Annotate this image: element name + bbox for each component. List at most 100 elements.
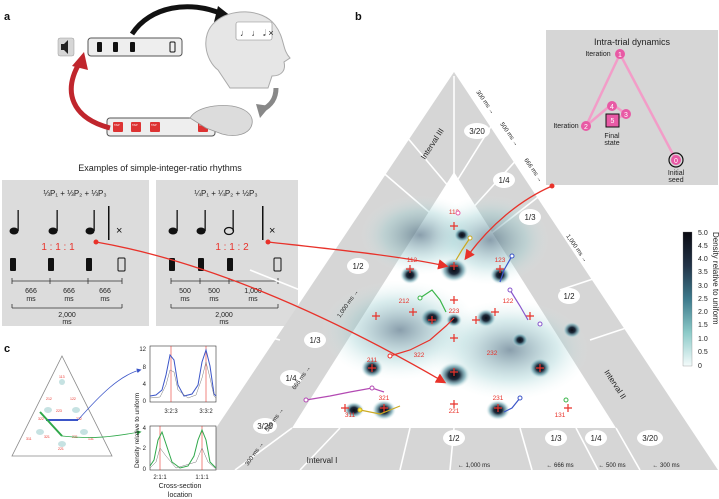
svg-text:4.5: 4.5	[698, 243, 708, 250]
cross-section-bottom: 4 2 0 2:1:1 1:1:1 Cross-section location	[143, 425, 217, 499]
right-tick-1-2: 1/2	[563, 292, 575, 301]
panel-c-ylabel: Density relative to uniform	[134, 393, 141, 468]
svg-text:2,000: 2,000	[58, 312, 76, 319]
arrow-to-listener	[129, 4, 224, 36]
inset-node-4: 4	[610, 104, 614, 111]
hand-icon	[189, 105, 253, 136]
svg-text:2,000: 2,000	[215, 312, 233, 319]
ratio-label-221: 221	[449, 408, 460, 415]
svg-text:seed: seed	[668, 177, 683, 184]
svg-text:0: 0	[698, 363, 702, 370]
svg-text:4.0: 4.0	[698, 256, 708, 263]
ratio-label-123: 123	[495, 257, 506, 264]
svg-text:223: 223	[56, 409, 62, 413]
formula-1: ⅓P₁ + ⅓P₂ + ⅓P₃	[43, 189, 106, 198]
notation-1: ×	[9, 206, 122, 240]
ratio-label-212: 212	[399, 298, 410, 305]
svg-text:12: 12	[139, 347, 146, 353]
arrow-feedback	[68, 60, 111, 131]
bottom-axis-ms: ← 1,000 ms ← 666 ms ← 500 ms ← 300 ms	[458, 463, 680, 469]
svg-text:1.5: 1.5	[698, 322, 708, 329]
tap-label-2: TAP	[132, 123, 138, 127]
notation-2: ×	[168, 206, 275, 240]
svg-text:221: 221	[58, 447, 64, 451]
svg-text:♩ ♩ 𝅗𝅥 ×: ♩ ♩ 𝅗𝅥 ×	[240, 28, 274, 38]
svg-text:Cross-section: Cross-section	[159, 483, 202, 490]
tap-label-3: TAP	[151, 123, 157, 127]
bottom-tick-1-3: 1/3	[550, 434, 562, 443]
inset-node-0: 0	[674, 158, 678, 165]
left-tick-1-4: 1/4	[285, 374, 297, 383]
colorbar-ticks: 5.0 4.5 4.0 3.5 3.0 2.5 2.0 1.5 1.0 0.5 …	[698, 230, 708, 370]
svg-text:2.0: 2.0	[698, 309, 708, 316]
ratio-label-211: 211	[367, 357, 378, 364]
svg-text:Initial: Initial	[668, 170, 685, 177]
head-icon: ♩ ♩ 𝅗𝅥 ×	[205, 11, 291, 89]
integer-ratio-markers	[341, 222, 572, 412]
left-tick-1-3: 1/3	[309, 336, 321, 345]
colorbar: 5.0 4.5 4.0 3.5 3.0 2.5 2.0 1.5 1.0 0.5 …	[682, 230, 719, 370]
svg-text:666: 666	[25, 288, 37, 295]
svg-text:1.0: 1.0	[698, 336, 708, 343]
ratio-label-311: 311	[345, 412, 356, 419]
svg-text:Final: Final	[604, 133, 620, 140]
interval-i-label: Interval I	[307, 456, 338, 465]
xtick-211: 2:1:1	[153, 475, 167, 481]
speaker-icon	[57, 37, 75, 57]
left-tick-3-20: 3/20	[257, 422, 273, 431]
svg-text:3.5: 3.5	[698, 269, 708, 276]
bottom-ms-300: ← 300 ms	[652, 463, 679, 469]
svg-text:ms: ms	[209, 296, 219, 303]
svg-text:500: 500	[208, 288, 220, 295]
inset-node-1: 1	[618, 52, 622, 59]
ratio-labels: 113 212 223 122 232 322 231 221 321 311 …	[345, 209, 566, 419]
iteration-label-left: Iteration	[553, 123, 578, 130]
ratio-label-231: 231	[493, 395, 504, 402]
svg-text:1,000: 1,000	[244, 288, 262, 295]
panel-c-label: c	[4, 343, 10, 355]
svg-text:113: 113	[59, 375, 65, 379]
svg-text:ms: ms	[180, 296, 190, 303]
svg-text:ms: ms	[62, 319, 72, 326]
ratio-label-232: 232	[487, 350, 498, 357]
svg-text:322: 322	[38, 417, 44, 421]
svg-text:ms: ms	[26, 296, 36, 303]
xtick-111: 1:1:1	[195, 475, 209, 481]
svg-text:4: 4	[143, 382, 147, 388]
panel-b-label: b	[355, 11, 362, 23]
svg-text:500: 500	[179, 288, 191, 295]
rhythm-example-1: ⅓P₁ + ⅓P₂ + ⅓P₃ × 1 : 1 : 1 666 ms 666 m…	[2, 180, 149, 326]
bottom-tick-1-4: 1/4	[590, 434, 602, 443]
svg-text:ms: ms	[248, 296, 258, 303]
formula-2: ¼P₁ + ¼P₂ + ½P₃	[194, 189, 257, 198]
bottom-axis-ticks: 1/2 1/3 1/4 3/20	[443, 430, 663, 446]
svg-text:ms: ms	[64, 296, 74, 303]
ratio-label-321: 321	[379, 395, 390, 402]
trajectory-points	[303, 210, 569, 413]
bottom-ms-1000: ← 1,000 ms	[458, 463, 490, 469]
bottom-tick-3-20: 3/20	[642, 434, 658, 443]
svg-text:0.5: 0.5	[698, 349, 708, 356]
xtick-323: 3:2:3	[164, 409, 178, 415]
svg-text:2.5: 2.5	[698, 296, 708, 303]
right-ms-666: 666 ms →	[522, 158, 543, 184]
cross-section-top: 12 8 4 0 3:2:3 3:3:2	[139, 345, 217, 415]
svg-text:3.0: 3.0	[698, 283, 708, 290]
svg-text:212: 212	[46, 397, 52, 401]
iteration-label-top: Iteration	[585, 51, 610, 58]
right-tick-3-20: 3/20	[469, 127, 485, 136]
svg-text:122: 122	[70, 397, 76, 401]
example-trajectories	[305, 237, 529, 415]
svg-text:0: 0	[143, 467, 147, 473]
ratio-label-223: 223	[449, 308, 460, 315]
rhythm-example-2: ¼P₁ + ¼P₂ + ½P₃ × 1 : 1 : 2 500 ms 500 m…	[156, 180, 298, 326]
colorbar-label: Density relative to uniform	[711, 232, 719, 325]
svg-text:131: 131	[88, 437, 94, 441]
svg-text:ms: ms	[219, 319, 229, 326]
svg-text:×: ×	[269, 225, 275, 237]
svg-text:311: 311	[26, 437, 32, 441]
right-tick-1-3: 1/3	[524, 213, 536, 222]
inset-node-3: 3	[624, 112, 628, 119]
right-axis-ticks: 3/20 1/4 1/3 1/2	[464, 123, 580, 304]
